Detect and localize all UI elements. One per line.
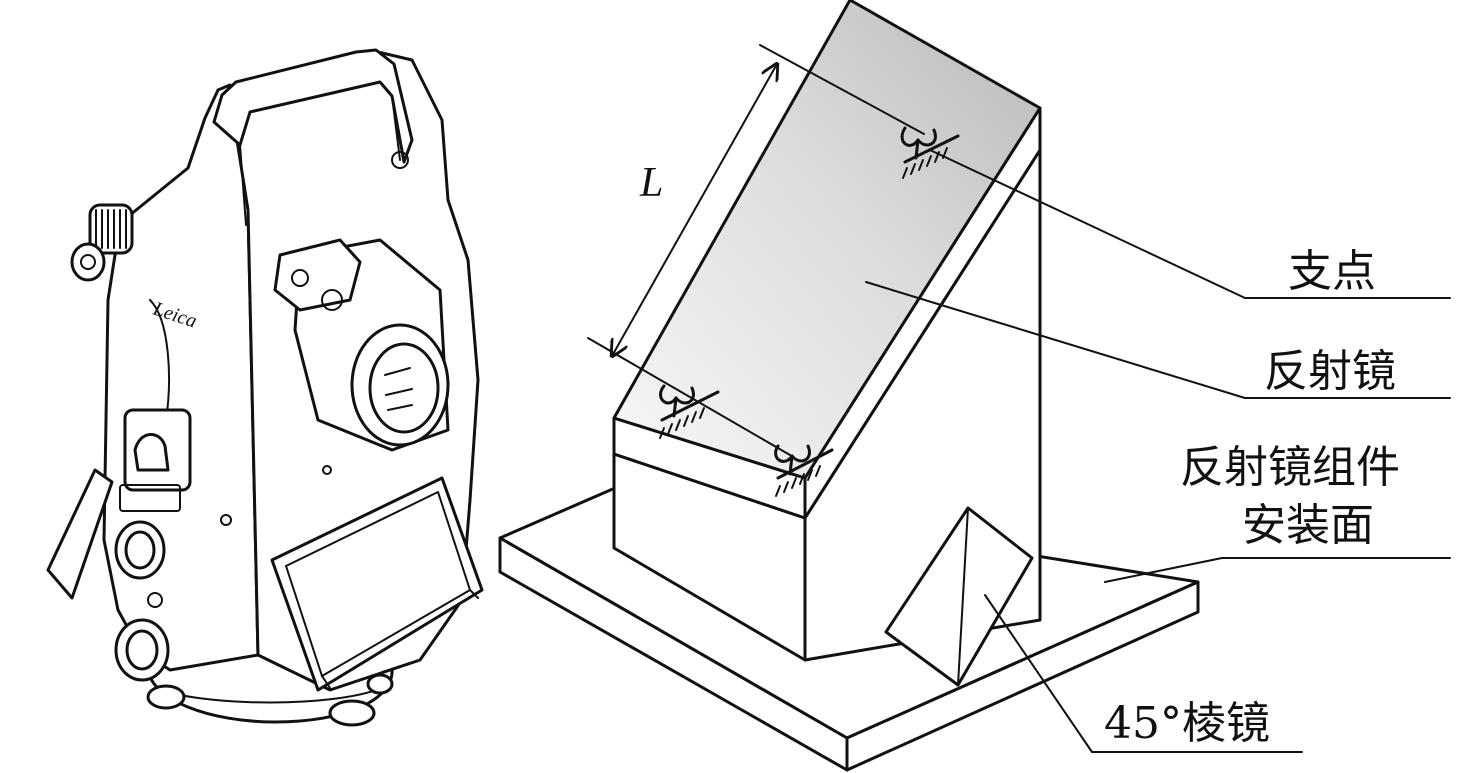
- label-prism: 45°棱镜: [1104, 698, 1270, 749]
- total-station-illustration: Leica: [46, 48, 484, 727]
- label-pivot: 支点: [1288, 246, 1376, 297]
- label-mount-line2: 安装面: [1242, 500, 1374, 551]
- pivot-symbol-bottom: [774, 444, 834, 497]
- dimension-label: L: [639, 160, 663, 206]
- mirror-assembly-diagram: L: [498, 0, 1451, 772]
- dimension-L: L: [587, 44, 925, 456]
- prism-45: [884, 506, 1034, 687]
- pivot-symbol-top: [900, 126, 960, 179]
- label-mirror: 反射镜: [1264, 346, 1396, 397]
- label-mount-line1: 反射镜组件: [1180, 442, 1400, 493]
